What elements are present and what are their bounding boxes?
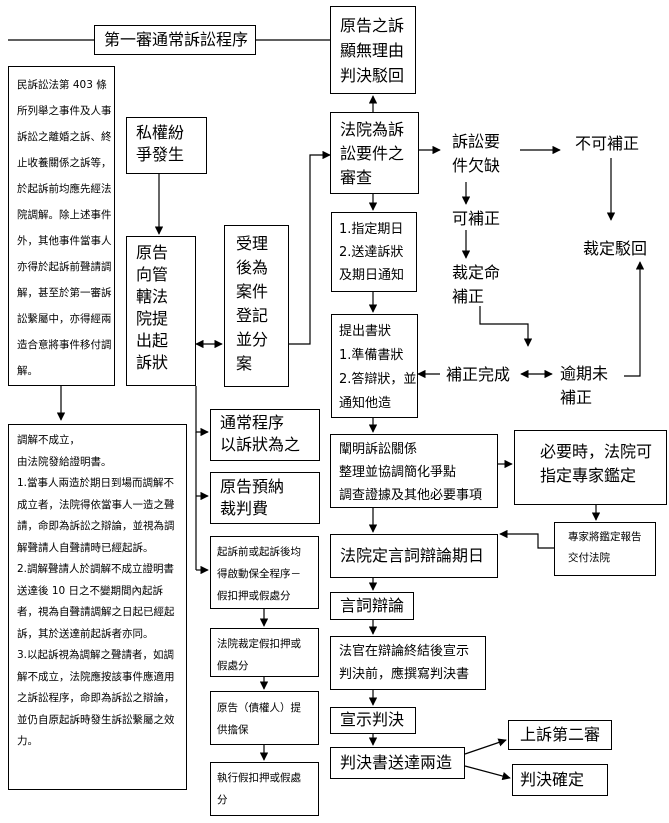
appeal-box	[508, 720, 612, 750]
file-suit-box	[126, 236, 196, 386]
preserve-text: 起訴前或起訴後均 得啟動保全程序－ 假扣押或假處分	[217, 546, 301, 602]
line-filing-down-to-ordinary	[195, 386, 209, 437]
lacking-label: 訴訟要 件欠缺	[452, 132, 501, 175]
execute-box	[210, 762, 319, 816]
dispute-text: 私權紛 爭發生	[136, 123, 185, 164]
arrow-serve-to-appeal	[464, 738, 507, 755]
order-cure-label: 裁定命 補正	[452, 263, 501, 306]
baseless-box	[330, 6, 416, 94]
curable-label: 可補正	[452, 209, 501, 228]
clarify-text: 闡明訴訟關係 整理並協調簡化爭點 調查證據及其他必要事項	[339, 442, 483, 503]
baseless-text: 原告之訴 顯無理由 判決駁回	[340, 16, 405, 85]
fee-box	[210, 472, 320, 524]
bond-text: 原告（債權人）提 供擔保	[217, 702, 301, 736]
court-ruling-box	[210, 628, 319, 677]
accept-text: 受理 後為 案件 登記 並分 案	[236, 234, 269, 373]
serve-text: 判決書送達兩造	[340, 753, 453, 772]
final-text: 判決確定	[520, 770, 585, 789]
set-hearing-text: 法院定言詞辯論期日	[340, 546, 485, 565]
expert-report-box	[554, 522, 656, 576]
oral-argument-box	[330, 592, 414, 620]
line-order-to-cured	[479, 306, 533, 347]
announce-text: 宣示判決	[340, 710, 405, 729]
court-ruling-text: 法院裁定假扣押或 假處分	[217, 638, 301, 672]
arrow-serve-to-final	[464, 765, 511, 781]
accept-box	[224, 225, 289, 387]
dismiss-ruling-label: 裁定駁回	[583, 239, 648, 258]
mediation-fail-text: 調解不成立， 由法院發給證明書。 1.當事人兩造於期日到場而調解不成立者，法院得…	[17, 434, 175, 747]
oral-argument-text: 言詞辯論	[340, 596, 405, 615]
expert-box	[514, 430, 667, 505]
review-box	[330, 112, 419, 194]
not-curable-label: 不可補正	[575, 134, 640, 153]
serve-box	[330, 747, 465, 779]
appeal-text: 上訴第二審	[520, 725, 601, 744]
clarify-box	[330, 434, 498, 508]
expert-report-text: 專家將鑑定報告 交付法院	[568, 531, 642, 564]
fee-text: 原告預納 裁判費	[220, 477, 285, 518]
cured-label: 補正完成	[446, 365, 511, 384]
line-overdue-to-dismiss	[624, 261, 645, 377]
briefs-box	[331, 314, 418, 418]
line-report-to-hearing	[499, 529, 554, 549]
file-suit-text: 原告 向管 轄法 院提 出起 訴狀	[136, 243, 169, 372]
overdue-label: 逾期未 補正	[560, 364, 609, 407]
line-accept-to-review	[289, 150, 331, 345]
bond-box	[210, 691, 319, 745]
dispute-box	[126, 117, 207, 174]
judgment-write-text: 法官在辯論終結後宣示 判決前，應撰寫判決書	[339, 644, 470, 682]
ordinary-box	[210, 409, 320, 461]
preserve-box	[210, 536, 319, 609]
execute-text: 執行假扣押或假處 分	[217, 772, 301, 806]
expert-text: 必要時，法院可 指定專家鑑定	[540, 442, 653, 485]
notice-text: 1.指定期日 2.送達訴狀 及期日通知	[339, 222, 405, 283]
mediation-fail-box	[8, 424, 187, 790]
final-box	[512, 764, 608, 796]
page-title: 第一審通常訴訟程序	[104, 30, 249, 49]
title-box	[94, 25, 256, 55]
briefs-text: 提出書狀 1.準備書狀 2.答辯狀，並 通知他造	[339, 324, 417, 411]
notice-box	[331, 212, 417, 292]
announce-box	[330, 707, 416, 734]
review-text: 法院為訴 訟要件之 審查	[340, 120, 405, 187]
mediation-rule-box	[8, 66, 115, 386]
set-hearing-box	[330, 534, 498, 578]
judgment-write-box	[330, 636, 486, 690]
ordinary-text: 通常程序 以訴狀為之	[220, 413, 301, 454]
mediation-rule-text: 民訴訟法第 403 條所列舉之事件及人事訴訟之離婚之訴、終止收養關係之訴等，於起…	[17, 79, 112, 377]
